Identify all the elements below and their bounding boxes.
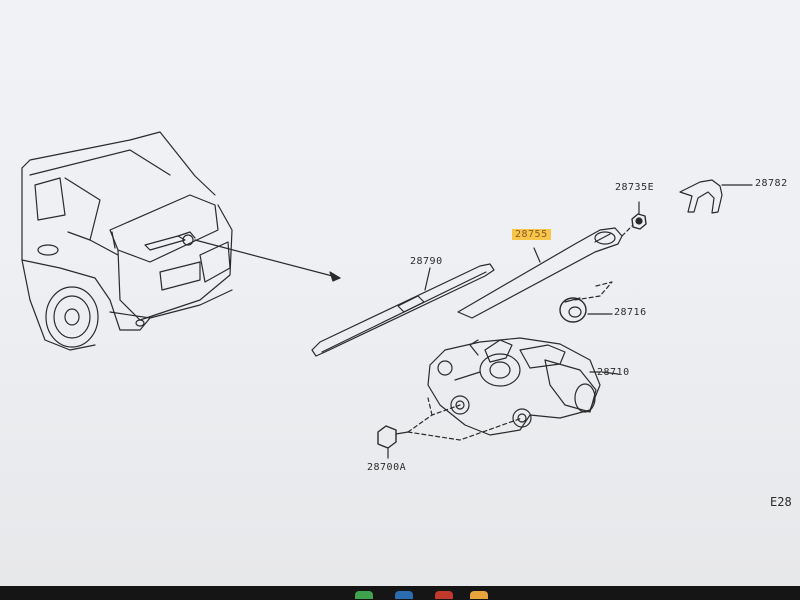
callout-28782: 28782 bbox=[755, 178, 788, 189]
part-28735E-shape bbox=[631, 201, 647, 230]
parts-diagram-sheet: 28782 28735E 28755 28790 28716 28710 287… bbox=[0, 0, 800, 586]
vehicle-rear-illustration bbox=[21, 131, 341, 351]
taskbar-app-icon bbox=[470, 591, 488, 599]
callout-28790: 28790 bbox=[410, 256, 443, 267]
callout-28755: 28755 bbox=[512, 229, 551, 240]
callout-28700A: 28700A bbox=[367, 462, 407, 473]
part-28700A-shape bbox=[377, 425, 409, 459]
callout-28716: 28716 bbox=[614, 307, 647, 318]
part-28755-shape bbox=[457, 225, 633, 319]
taskbar-app-icon bbox=[435, 591, 453, 599]
callout-28710: 28710 bbox=[597, 367, 630, 378]
diagram-page-code: E28 bbox=[770, 495, 792, 509]
taskbar-app-icon bbox=[395, 591, 413, 599]
exploded-view-drawing bbox=[0, 0, 800, 586]
part-28710-shape bbox=[427, 337, 619, 436]
callout-28735E: 28735E bbox=[615, 182, 655, 193]
part-28782-shape bbox=[679, 179, 753, 214]
monitor-bezel-strip bbox=[0, 586, 800, 600]
taskbar-app-icon bbox=[355, 591, 373, 599]
part-28790-shape bbox=[311, 263, 495, 357]
part-28716-shape bbox=[559, 297, 613, 323]
